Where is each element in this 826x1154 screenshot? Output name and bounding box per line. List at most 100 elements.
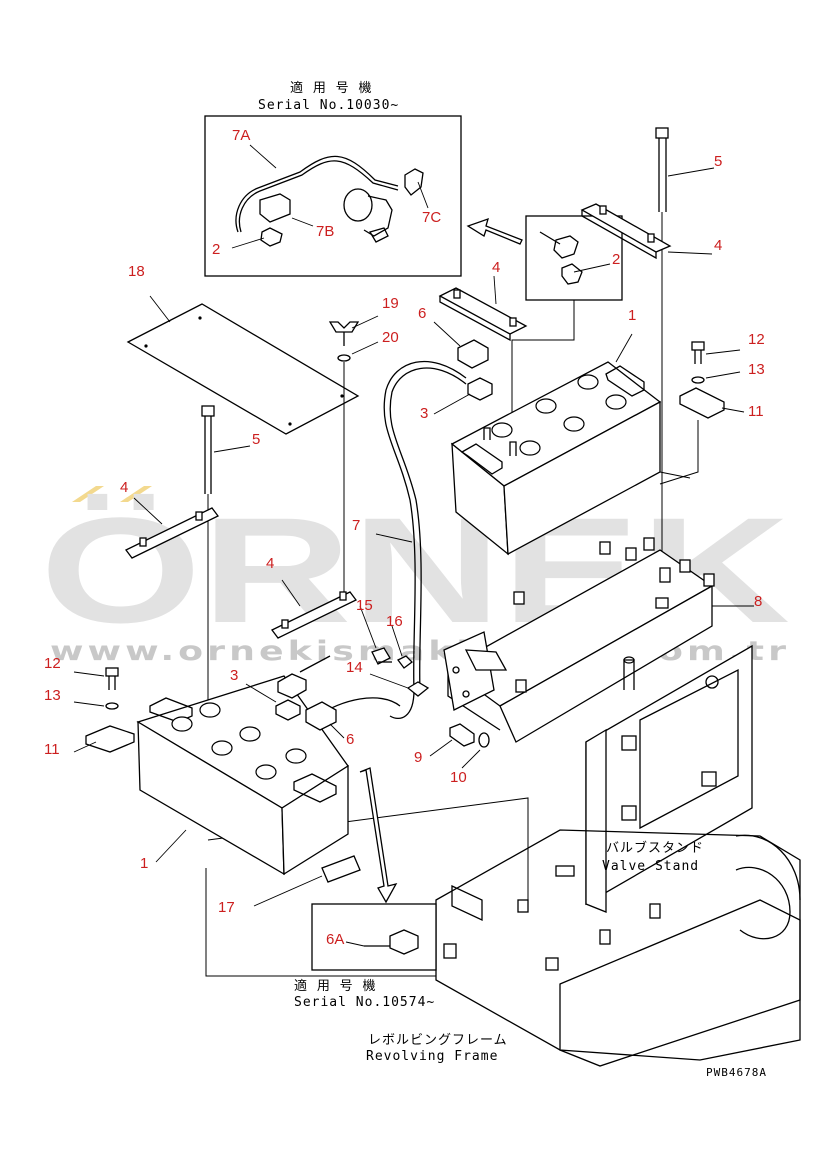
leader-inset-to-battery: [511, 300, 575, 420]
wire-3-left: [299, 655, 331, 673]
spacer-block-17: [321, 855, 361, 883]
battery-1-right: [450, 333, 691, 556]
callout-4-mid: 4: [266, 555, 274, 572]
wire-inset-right: [539, 231, 561, 245]
washer-13-left: [105, 702, 119, 710]
connector-3-left-top: [277, 673, 307, 699]
valve-stand-edge: [585, 728, 607, 913]
cable-7A: [235, 155, 399, 233]
frame-boss: [735, 834, 801, 901]
callout-3-center: 3: [420, 405, 428, 422]
callout-19: 19: [382, 295, 399, 312]
inset-frame-right: [525, 215, 623, 301]
leader-12-left: [73, 671, 105, 677]
wing-bolt-19: [328, 315, 379, 602]
callout-7C: 7C: [422, 209, 441, 226]
callout-14: 14: [346, 659, 363, 676]
note-valve-stand-jp: バルブスタンド: [606, 840, 704, 856]
terminal-2-inset: [260, 227, 283, 247]
note-revolving-frame-jp: レボルビングフレーム: [368, 1033, 508, 1048]
callout-6-left: 6: [346, 731, 354, 748]
leader-4-topcenter: [493, 275, 497, 305]
connector-inset-right: [553, 235, 579, 259]
washer-10: [478, 732, 490, 748]
leader-11-right: [721, 407, 745, 413]
bolt-9: [449, 723, 475, 747]
cable-7A-outer: [238, 160, 399, 233]
leader-1-right: [615, 333, 633, 363]
callout-5-right: 5: [714, 153, 722, 170]
leader-6-top: [433, 321, 461, 347]
valve-stand-window: [639, 668, 739, 830]
leader-6A: [345, 941, 365, 947]
holder-4-topcenter: [438, 275, 528, 342]
leader-4-topright: [667, 251, 713, 255]
rubber-pad: [464, 649, 508, 671]
callout-13-right: 13: [748, 361, 765, 378]
leader-5-right: [667, 167, 715, 177]
valve-stand: バルブスタンド Valve Stand: [585, 644, 753, 913]
connector-6-left: [305, 701, 337, 731]
frame-to-battery-bracket-left: [205, 868, 436, 977]
callout-15: 15: [356, 597, 373, 614]
callout-13-left: 13: [44, 687, 61, 704]
cap-7C: [404, 168, 424, 196]
leader-3-left: [245, 683, 277, 703]
frame-deck: [559, 899, 801, 1067]
clip-14: [406, 681, 430, 697]
callout-18: 18: [128, 263, 145, 280]
connector-6A: [389, 929, 419, 955]
inset-frame-top: [204, 115, 462, 277]
holder-bar-4-mid: [271, 591, 357, 639]
frame-bracket: [451, 884, 483, 922]
callout-9: 9: [414, 749, 422, 766]
terminal-post-right-a: [483, 427, 491, 440]
leader-13-right: [705, 371, 741, 379]
holder-4-topright: [580, 203, 713, 260]
note-serial-top: Serial No.10030~: [258, 98, 399, 113]
leader-13-left: [73, 701, 105, 707]
inset-terminal-right: [511, 215, 623, 420]
clamp-11-left: [85, 725, 135, 753]
battery-cover: [126, 303, 360, 435]
drawing-code: PWB4678A: [706, 1066, 767, 1079]
bolt-head-5-right: [655, 127, 669, 139]
leader-20: [351, 341, 379, 355]
leader-12-right: [705, 349, 741, 355]
leader-6-left: [329, 723, 345, 739]
arrow-to-6A-inset: [359, 767, 398, 904]
frame-outline: [435, 829, 801, 1061]
callout-16: 16: [386, 613, 403, 630]
handle-left-a: [149, 697, 193, 723]
leader-4-mid: [281, 579, 301, 607]
frame-pivot: [735, 866, 791, 940]
cover-18: [126, 295, 360, 435]
leader-19: [351, 315, 379, 329]
center-line-clamp-right: [659, 420, 699, 485]
leader-17: [253, 875, 323, 907]
leader-7B: [291, 217, 314, 227]
watermark-accent-right: [120, 486, 152, 502]
callout-3-left: 3: [230, 667, 238, 684]
tray-side: [499, 584, 713, 743]
leader-7C: [417, 181, 429, 209]
fasteners-9-10: [429, 723, 490, 769]
cable-7: [375, 321, 493, 720]
terminal-3-center: [467, 377, 493, 401]
battery-left-side: [281, 764, 349, 876]
callout-20: 20: [382, 329, 399, 346]
note-serial-bottom: Serial No.10574~: [294, 995, 435, 1010]
bolt-5-left: [201, 405, 251, 706]
leader-14: [369, 673, 409, 689]
handle-right-b: [605, 365, 645, 397]
callout-10: 10: [450, 769, 467, 786]
terminal-post-right-b: [509, 441, 517, 456]
relay-body: [343, 188, 373, 222]
watermark-accent-left: [72, 486, 104, 502]
holder-bar-4-topcenter: [438, 287, 528, 335]
fasteners-left: [73, 667, 135, 753]
left-cable-parts: [245, 605, 430, 739]
note-valve-stand-en: Valve Stand: [602, 859, 699, 874]
